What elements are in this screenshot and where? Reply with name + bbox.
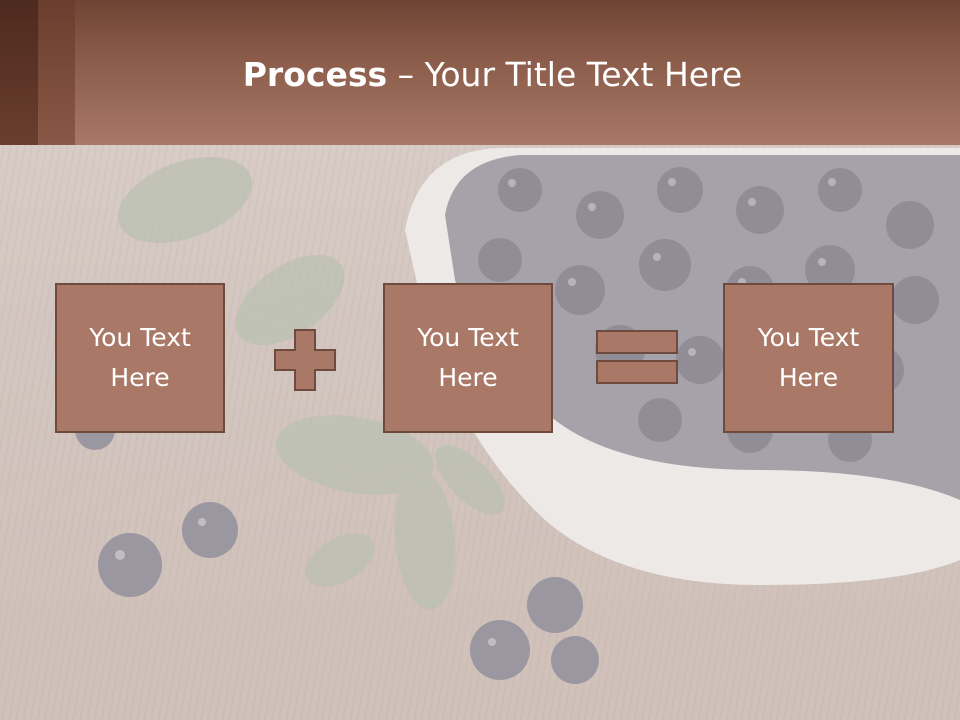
title-bold-text: Process (242, 55, 388, 94)
process-box-1-text: You Text Here (89, 323, 191, 392)
equals-icon (596, 330, 678, 384)
title-rest-text: – Your Title Text Here (387, 55, 743, 94)
slide-title: Process – Your Title Text Here (75, 52, 910, 98)
process-box-2: You Text Here (383, 283, 553, 433)
process-box-1: You Text Here (55, 283, 225, 433)
title-accent-dark (0, 0, 38, 145)
process-box-3-text: You Text Here (757, 323, 860, 392)
process-box-2-text: You Text Here (417, 323, 519, 392)
process-box-3: You Text Here (723, 283, 894, 433)
title-bar: Process – Your Title Text Here (0, 0, 960, 145)
plus-icon (274, 329, 336, 391)
title-accent-mid (38, 0, 75, 145)
